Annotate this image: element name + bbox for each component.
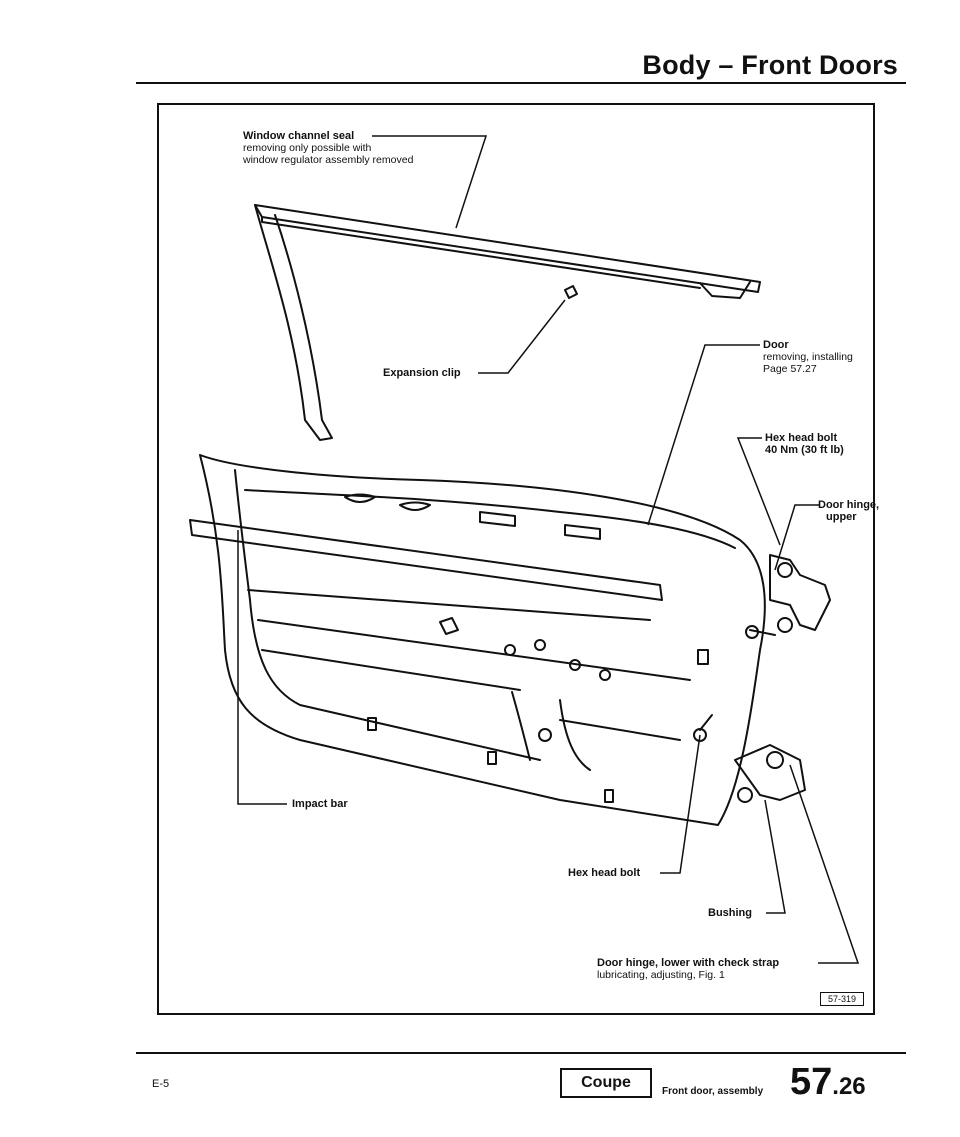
label-bushing-text: Bushing [708, 907, 752, 919]
label-bushing: Bushing [708, 907, 752, 919]
label-hex-head-bolt-bottom: Hex head bolt [568, 867, 640, 879]
label-expansion-clip-text: Expansion clip [383, 367, 461, 379]
page-number: 57.26 [790, 1061, 866, 1104]
figure-reference: 57-319 [820, 992, 864, 1006]
label-door-hinge-lower-title: Door hinge, lower with check strap [597, 957, 780, 969]
label-hex-head-bolt-bottom-text: Hex head bolt [568, 867, 641, 879]
section-name: Front door, assembly [662, 1086, 764, 1097]
label-window-channel-seal: Window channel seal removing only possib… [243, 130, 413, 166]
door-shell-part [199, 454, 766, 826]
label-hex-head-bolt-top: Hex head bolt 40 Nm (30 ft lb) [765, 432, 844, 456]
label-hex-head-bolt-top-note: 40 Nm (30 ft lb) [765, 444, 844, 456]
label-window-channel-seal-note1: removing only possible with [243, 142, 372, 154]
label-window-channel-seal-note2: window regulator assembly removed [243, 154, 414, 166]
window-channel-seal-part [254, 204, 761, 441]
label-impact-bar-text: Impact bar [292, 798, 348, 810]
label-impact-bar: Impact bar [292, 798, 348, 810]
label-door-hinge-upper-line2: upper [826, 511, 857, 523]
label-door-title: Door [763, 339, 789, 351]
header-rule [136, 82, 906, 84]
label-window-channel-seal-title: Window channel seal [243, 130, 355, 142]
model-box: Coupe [560, 1068, 652, 1098]
illustration-frame [157, 103, 875, 1015]
label-hex-head-bolt-top-title: Hex head bolt [765, 432, 838, 444]
label-expansion-clip: Expansion clip [383, 367, 461, 379]
label-door-hinge-upper: Door hinge, upper [818, 499, 879, 523]
label-door-note1: removing, installing [763, 351, 853, 363]
footer-rule [136, 1052, 906, 1054]
label-door-note2: Page 57.27 [763, 363, 817, 375]
footer-code: E-5 [152, 1078, 170, 1090]
label-door-hinge-lower-note: lubricating, adjusting, Fig. 1 [597, 969, 725, 981]
label-door-hinge-upper-line1: Door hinge, [818, 499, 880, 511]
impact-bar-part [189, 519, 663, 635]
label-door: Door removing, installing Page 57.27 [763, 339, 853, 375]
label-door-hinge-lower: Door hinge, lower with check strap lubri… [597, 957, 779, 981]
page-number-major: 57 [790, 1061, 833, 1103]
upper-hinge-part [745, 554, 831, 639]
page-title: Body – Front Doors [642, 50, 898, 80]
page-number-minor: .26 [832, 1073, 866, 1100]
lower-hinge-part [693, 714, 806, 803]
